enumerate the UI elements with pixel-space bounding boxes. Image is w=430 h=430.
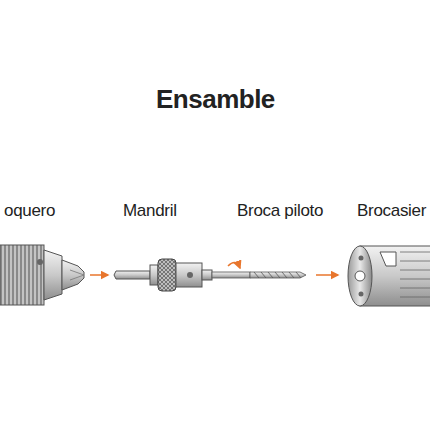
drill-chuck	[0, 245, 84, 305]
saw-body-line	[400, 297, 430, 298]
part-label: oquero	[4, 201, 55, 221]
saw-body-line	[400, 261, 430, 262]
assembly-arrow	[316, 274, 338, 276]
hole-saw	[348, 246, 430, 306]
saw-body-line	[400, 270, 430, 271]
saw-body-line	[400, 252, 430, 253]
pilot-drill	[212, 272, 306, 278]
part-label: Brocasier	[357, 201, 426, 221]
saw-body-line	[400, 288, 430, 289]
drill-flute	[261, 272, 266, 278]
drill-flute	[254, 272, 259, 278]
rotation-arrow	[228, 262, 240, 268]
drill-flute	[268, 272, 273, 278]
saw-body-line	[400, 279, 430, 280]
drill-flute	[282, 272, 287, 278]
assembly-arrow	[90, 274, 108, 276]
arbor	[114, 259, 212, 291]
drill-flute	[289, 272, 294, 278]
drill-flute	[296, 272, 301, 278]
part-label: Mandril	[123, 201, 177, 221]
part-label: Broca piloto	[237, 201, 323, 221]
diagram-title: Ensamble	[156, 84, 275, 115]
drill-flute	[275, 272, 280, 278]
